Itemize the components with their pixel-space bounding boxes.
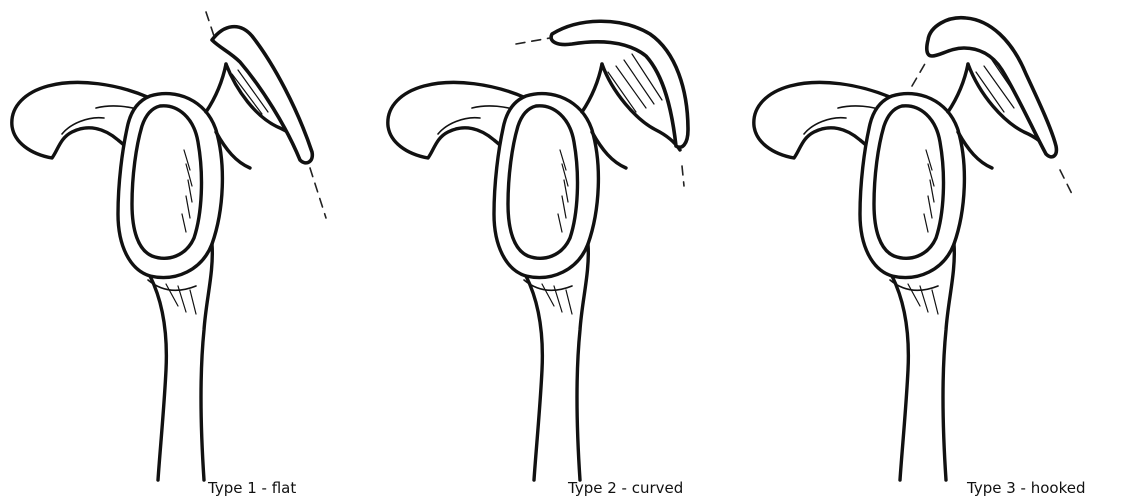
flat-acromion — [212, 27, 312, 163]
scapula-type-2 — [388, 21, 688, 480]
caption-type-3: Type 3 - hooked — [967, 479, 1085, 497]
scapula-type-3 — [754, 18, 1074, 480]
caption-type-1: Type 1 - flat — [208, 479, 296, 497]
scapula-type-1 — [12, 12, 326, 480]
caption-type-2: Type 2 - curved — [568, 479, 683, 497]
